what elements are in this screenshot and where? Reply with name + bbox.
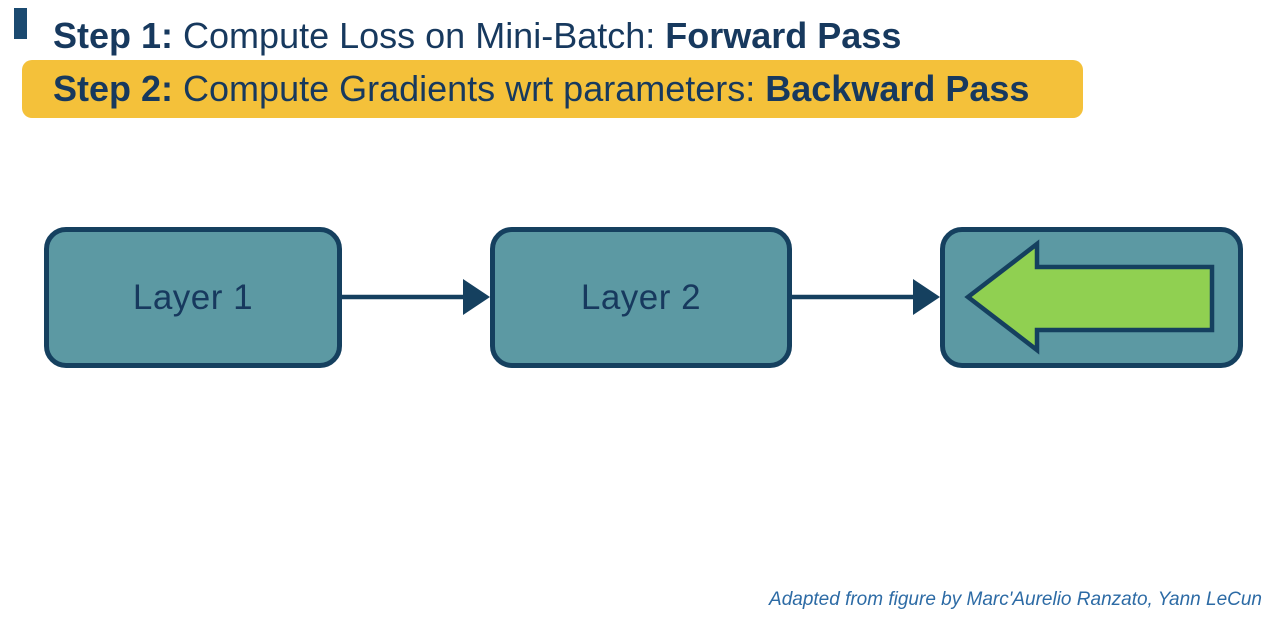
step-1-emphasis: Forward Pass xyxy=(665,15,902,56)
backward-pass-node xyxy=(940,227,1243,368)
step-2-description: Compute Gradients wrt parameters: xyxy=(173,68,766,109)
slide-corner-accent xyxy=(14,8,27,39)
step-1-label: Step 1: xyxy=(53,15,174,56)
layer-1-label: Layer 1 xyxy=(132,277,254,317)
step-2-emphasis: Backward Pass xyxy=(765,68,1030,109)
step-1-description: Compute Loss on Mini-Batch: xyxy=(173,15,666,56)
step-2-highlight: Step 2: Compute Gradients wrt parameters… xyxy=(22,60,1083,118)
layer-2-node: Layer 2 xyxy=(490,227,792,368)
step-2-label: Step 2: xyxy=(53,68,174,109)
step-2-line: Step 2: Compute Gradients wrt parameters… xyxy=(53,66,1029,112)
layer-1-node: Layer 1 xyxy=(44,227,342,368)
layer-2-label: Layer 2 xyxy=(580,277,702,317)
backward-arrow-icon xyxy=(964,239,1215,355)
attribution-text: Adapted from figure by Marc'Aurelio Ranz… xyxy=(769,589,1262,610)
right-arrow-icon xyxy=(792,279,940,315)
step-1-line: Step 1: Compute Loss on Mini-Batch: Forw… xyxy=(53,13,901,59)
right-arrow-icon xyxy=(342,279,490,315)
